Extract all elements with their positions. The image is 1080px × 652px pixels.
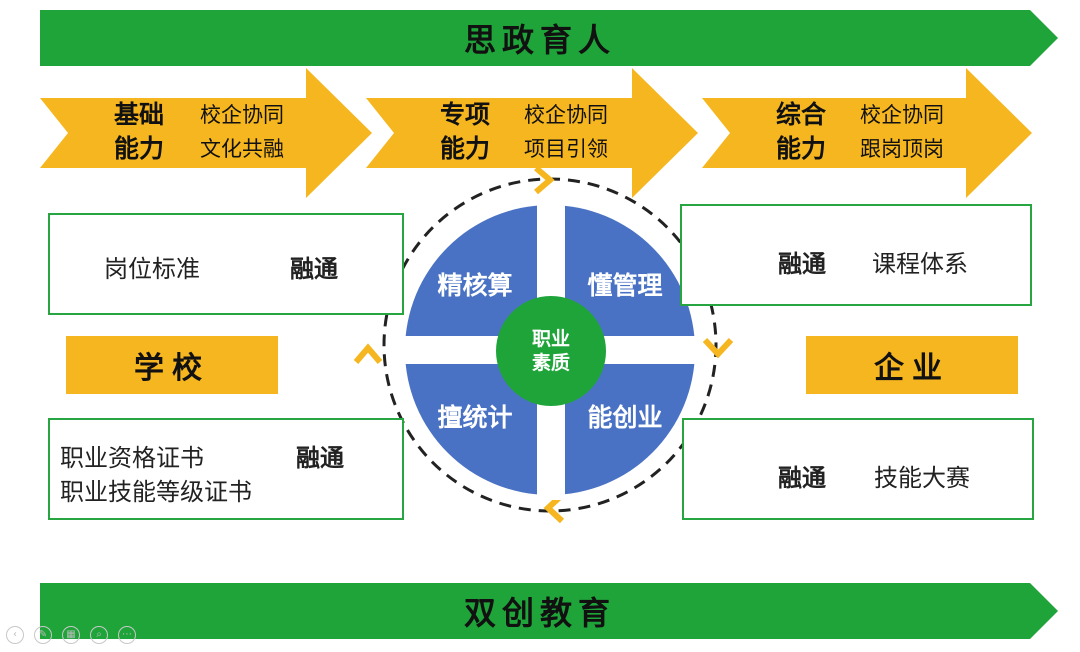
right-bottom-box-text: 技能大赛 — [874, 464, 970, 492]
left-bottom-box-line-2: 职业技能等级证书 — [60, 478, 252, 506]
left-top-box: 岗位标准 融通 — [48, 213, 404, 315]
left-bottom-box: 职业资格证书 职业技能等级证书 融通 — [48, 418, 404, 520]
stage-arrow-1 — [40, 68, 372, 198]
stage-arrow-2 — [366, 68, 698, 198]
enterprise-label: 企业 — [806, 336, 1018, 394]
core-circle — [496, 296, 606, 406]
core-label: 职业 素质 — [531, 328, 570, 374]
ring-chevron-left — [353, 343, 383, 364]
right-top-box-text: 课程体系 — [872, 250, 968, 278]
stage-2-desc: 校企协同 项目引领 — [524, 103, 608, 161]
right-top-box-link: 融通 — [778, 250, 826, 278]
left-bottom-box-link: 融通 — [296, 444, 344, 472]
previous-icon[interactable]: ‹ — [6, 626, 24, 644]
quadrant-top-left: 精核算 — [437, 271, 513, 300]
right-top-box: 融通 课程体系 — [680, 204, 1032, 306]
right-bottom-box-link: 融通 — [778, 464, 826, 492]
stage-1-title: 基础 能力 — [114, 100, 165, 163]
bottom-banner-title: 双创教育 — [463, 594, 616, 632]
top-banner-arrow — [40, 10, 1058, 66]
top-banner-title: 思政育人 — [463, 21, 616, 59]
grid-icon[interactable]: ▦ — [62, 626, 80, 644]
stage-2-title: 专项 能力 — [440, 100, 491, 163]
left-top-box-text: 岗位标准 — [104, 255, 200, 283]
right-bottom-box: 融通 技能大赛 — [682, 418, 1034, 520]
stage-arrow-3 — [702, 68, 1032, 198]
stage-1-desc: 校企协同 文化共融 — [200, 103, 284, 161]
quadrant-top-right: 懂管理 — [587, 271, 663, 300]
stage-3-title: 综合 能力 — [776, 100, 827, 163]
zoom-icon[interactable]: ⌕ — [90, 626, 108, 644]
bottom-banner-arrow — [40, 583, 1058, 639]
more-icon[interactable]: ⋯ — [118, 626, 136, 644]
left-bottom-box-line-1: 职业资格证书 — [60, 444, 204, 472]
stage-3-desc: 校企协同 跟岗顶岗 — [860, 103, 944, 161]
ring-chevron-top — [534, 165, 555, 195]
ring-chevron-right — [702, 337, 734, 359]
quadrant-bottom-right: 能创业 — [587, 403, 663, 432]
edit-icon[interactable]: ✎ — [34, 626, 52, 644]
left-top-box-link: 融通 — [290, 255, 338, 283]
school-label: 学校 — [66, 336, 278, 394]
quadrant-bottom-left: 擅统计 — [437, 403, 513, 432]
